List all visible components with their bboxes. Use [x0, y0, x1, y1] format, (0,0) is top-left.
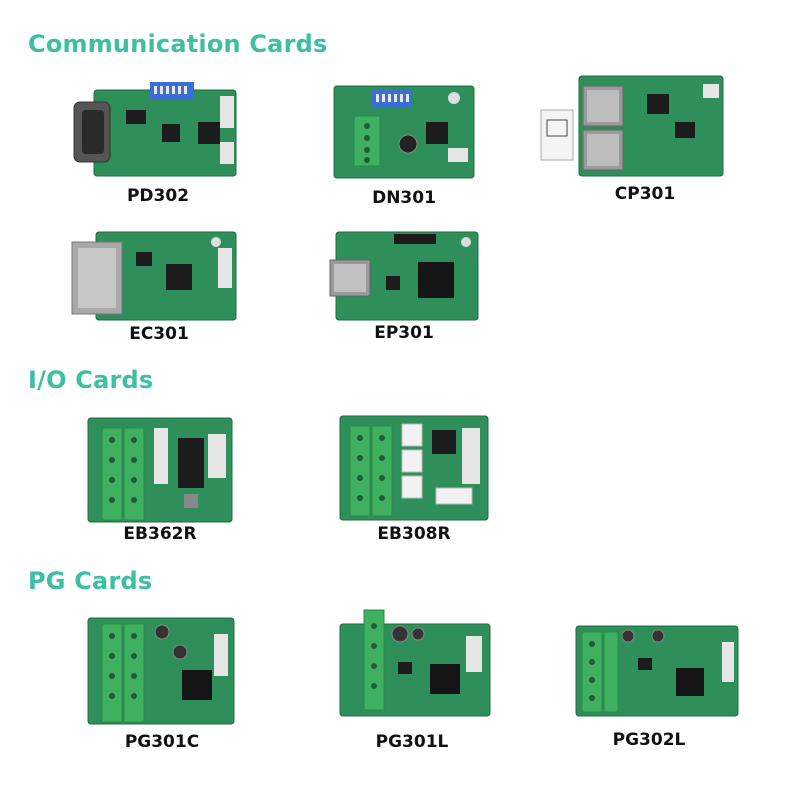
card-label-pd302: PD302 [126, 186, 190, 206]
card-label-eb308r: EB308R [377, 524, 451, 544]
card-label-eb362r: EB362R [123, 524, 197, 544]
card-image-pg301l [336, 606, 494, 722]
card-image-pg302l [572, 622, 742, 720]
card-image-eb308r [336, 412, 492, 524]
section-title-communication-cards: Communication Cards [28, 30, 328, 58]
card-image-eb362r [84, 414, 236, 526]
card-label-cp301: CP301 [614, 184, 676, 204]
card-label-ep301: EP301 [374, 323, 434, 343]
card-label-ec301: EC301 [129, 324, 189, 344]
section-title-pg-cards: PG Cards [28, 567, 153, 595]
card-image-ep301 [328, 228, 482, 324]
card-label-pg301l: PG301L [375, 732, 449, 752]
card-image-dn301 [330, 82, 478, 182]
card-image-pg301c [84, 612, 238, 728]
card-image-ec301 [70, 228, 240, 324]
card-label-dn301: DN301 [372, 188, 436, 208]
section-title-io-cards: I/O Cards [28, 366, 154, 394]
card-image-cp301 [535, 72, 725, 182]
card-image-pd302 [70, 80, 240, 180]
card-label-pg302l: PG302L [612, 730, 686, 750]
card-label-pg301c: PG301C [124, 732, 200, 752]
